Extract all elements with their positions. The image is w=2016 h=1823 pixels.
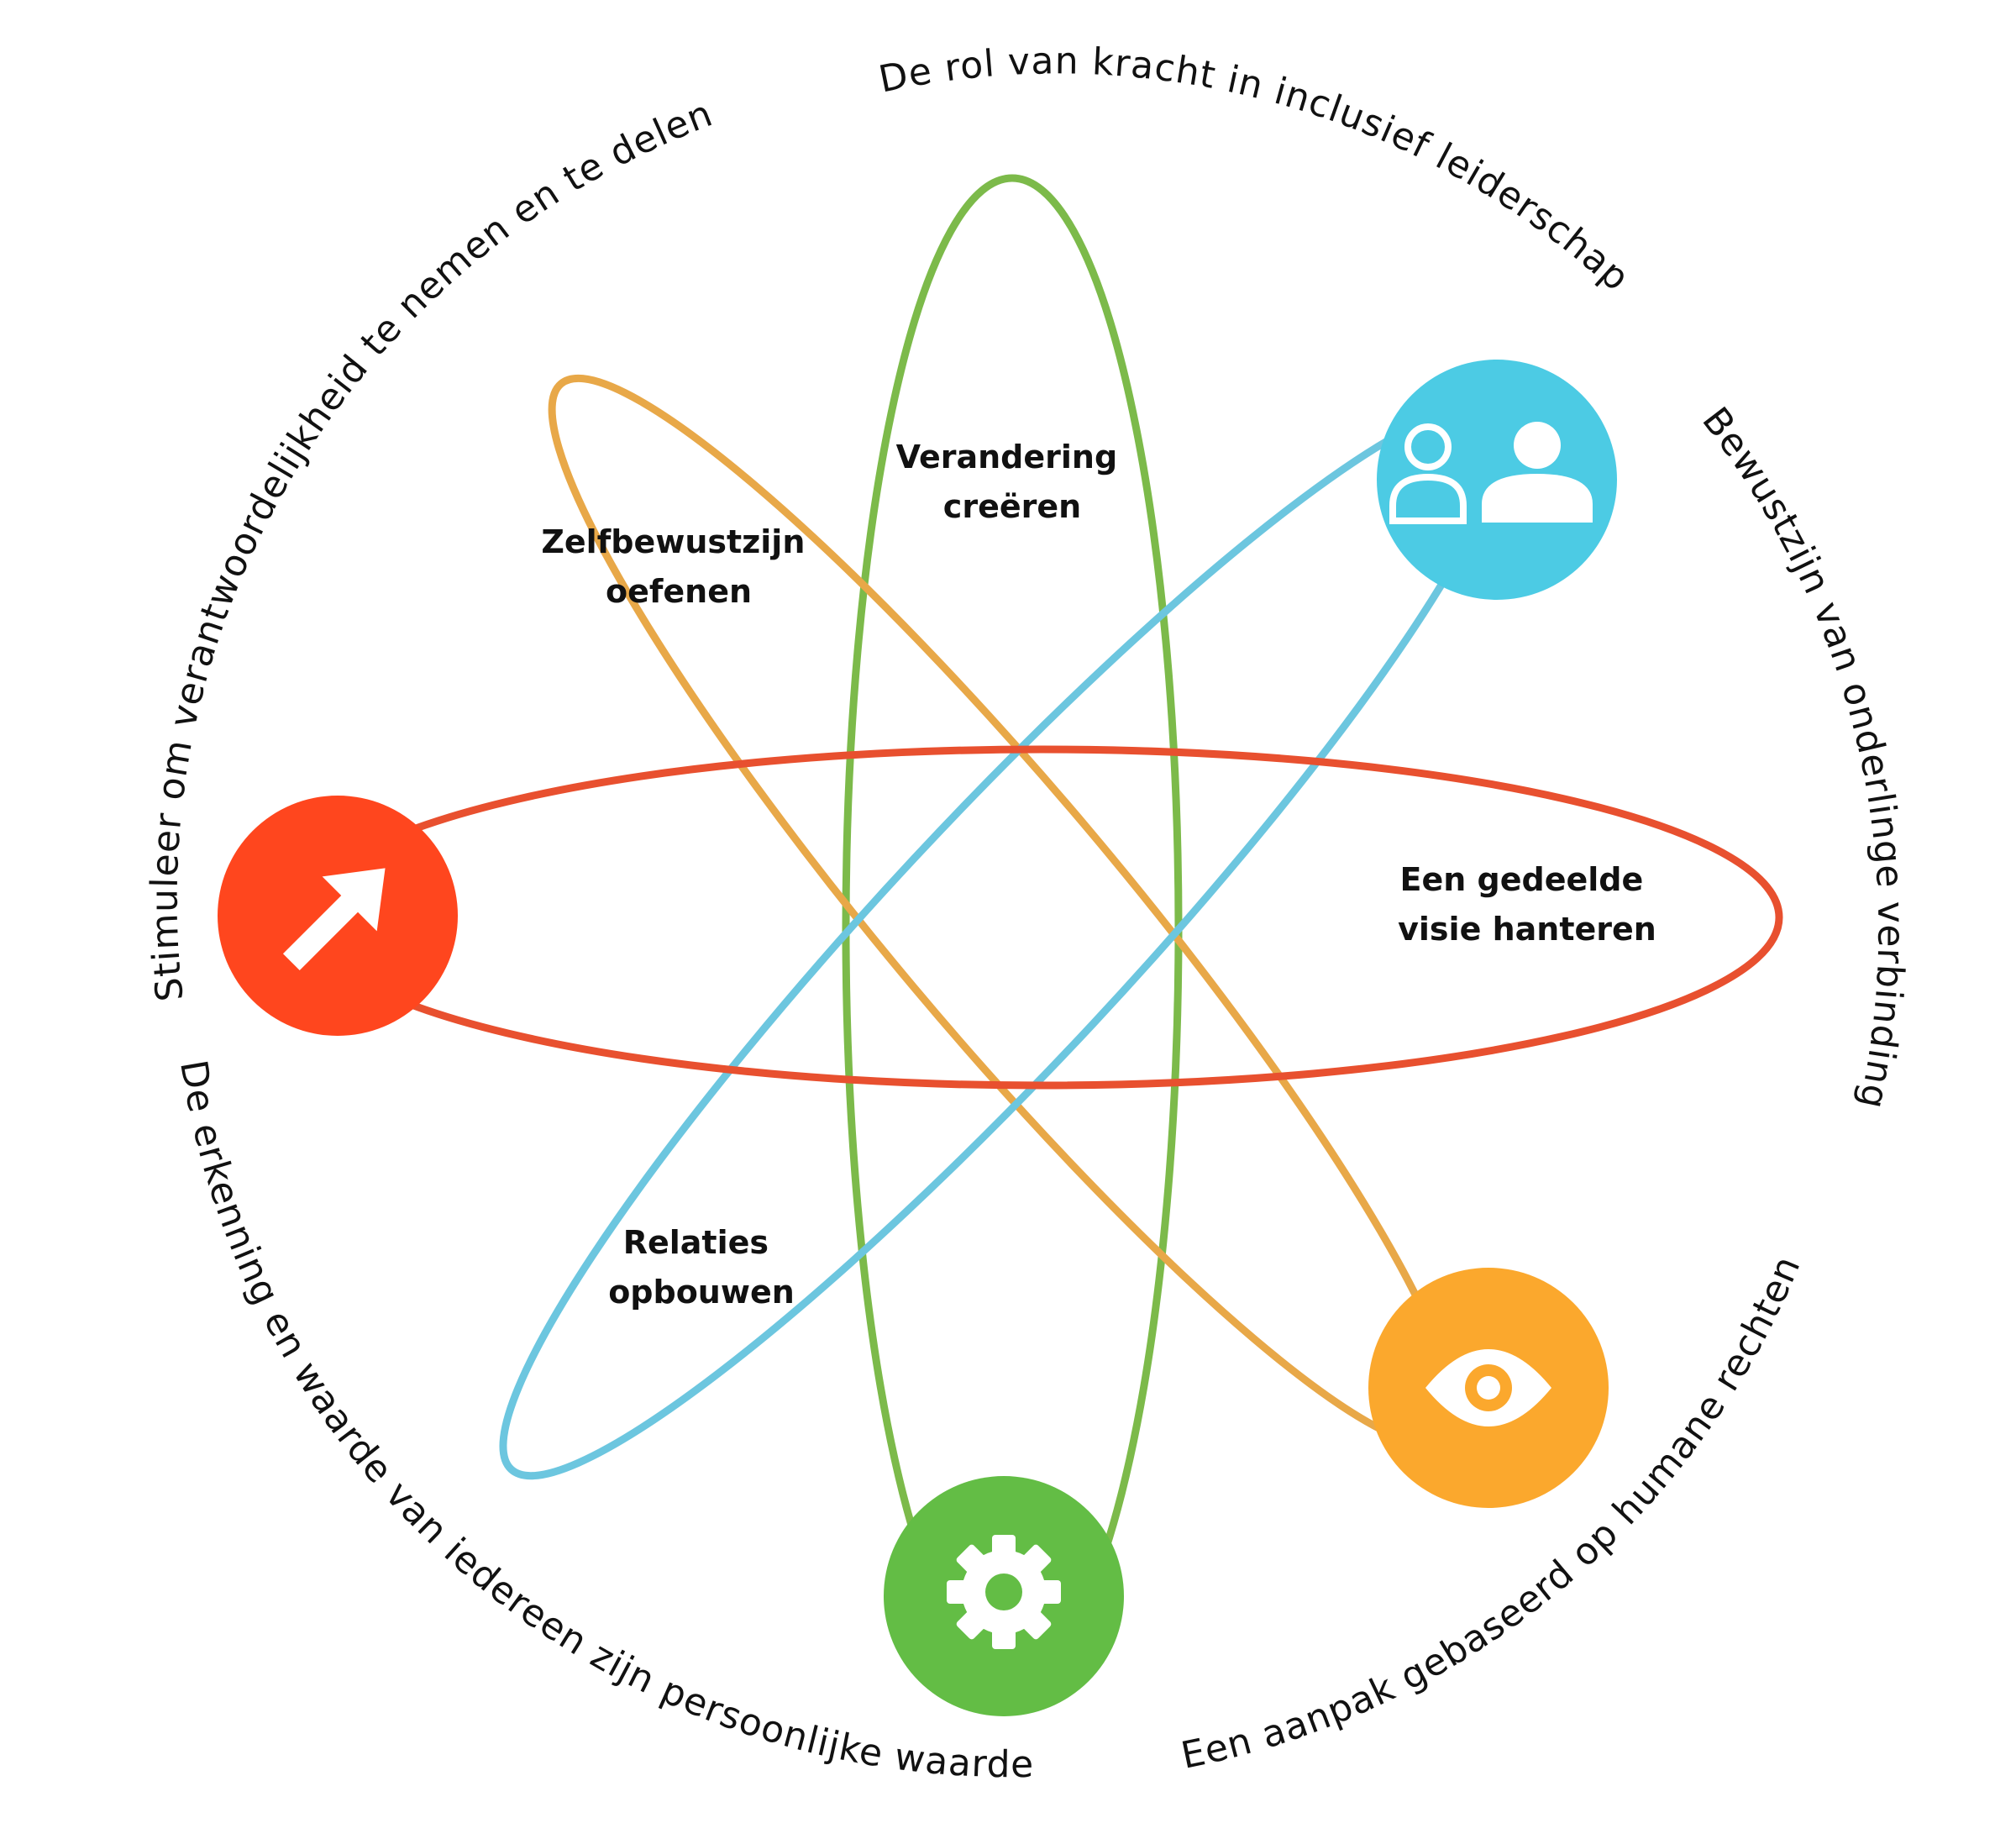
ring-label-bottom-left: De erkenning en waarde van iedereen zijn…	[171, 1057, 1035, 1786]
people-icon	[1389, 422, 1593, 524]
blue-node	[1377, 360, 1617, 600]
label-green-line1: Verandering	[896, 439, 1118, 475]
label-red-line1: Een gedeelde	[1400, 861, 1644, 898]
green-node	[884, 1476, 1124, 1716]
green-orbit	[842, 174, 1183, 1683]
label-red: Een gedeelde visie hanteren	[1398, 861, 1656, 948]
arrow-up-right-icon	[282, 868, 386, 971]
ring-label-right-path: Bewustzijn van onderlinge verbinding	[1693, 399, 1911, 1112]
gear-icon	[947, 1535, 1061, 1649]
label-blue: Relaties opbouwen	[608, 1224, 795, 1311]
red-node	[218, 796, 458, 1036]
ring-label-top: De rol van kracht in inclusief leidersch…	[875, 39, 1638, 299]
label-blue-line1: Relaties	[623, 1224, 769, 1261]
label-green: Verandering creëren	[896, 439, 1129, 525]
eye-icon	[1425, 1349, 1551, 1426]
orange-node	[1368, 1268, 1609, 1508]
label-red-line2: visie hanteren	[1398, 911, 1656, 948]
label-blue-line2: opbouwen	[608, 1274, 795, 1311]
ring-label-bottom-left-path: De erkenning en waarde van iedereen zijn…	[171, 1057, 1034, 1786]
ring-label-top-path: De rol van kracht in inclusief leidersch…	[875, 39, 1637, 299]
label-orange-line2: oefenen	[606, 573, 752, 610]
label-orange-line1: Zelfbewustzijn	[541, 523, 805, 560]
label-orange: Zelfbewustzijn oefenen	[541, 523, 816, 610]
label-green-line2: creëren	[943, 488, 1081, 525]
ring-label-right: Bewustzijn van onderlinge verbinding	[1693, 399, 1912, 1112]
